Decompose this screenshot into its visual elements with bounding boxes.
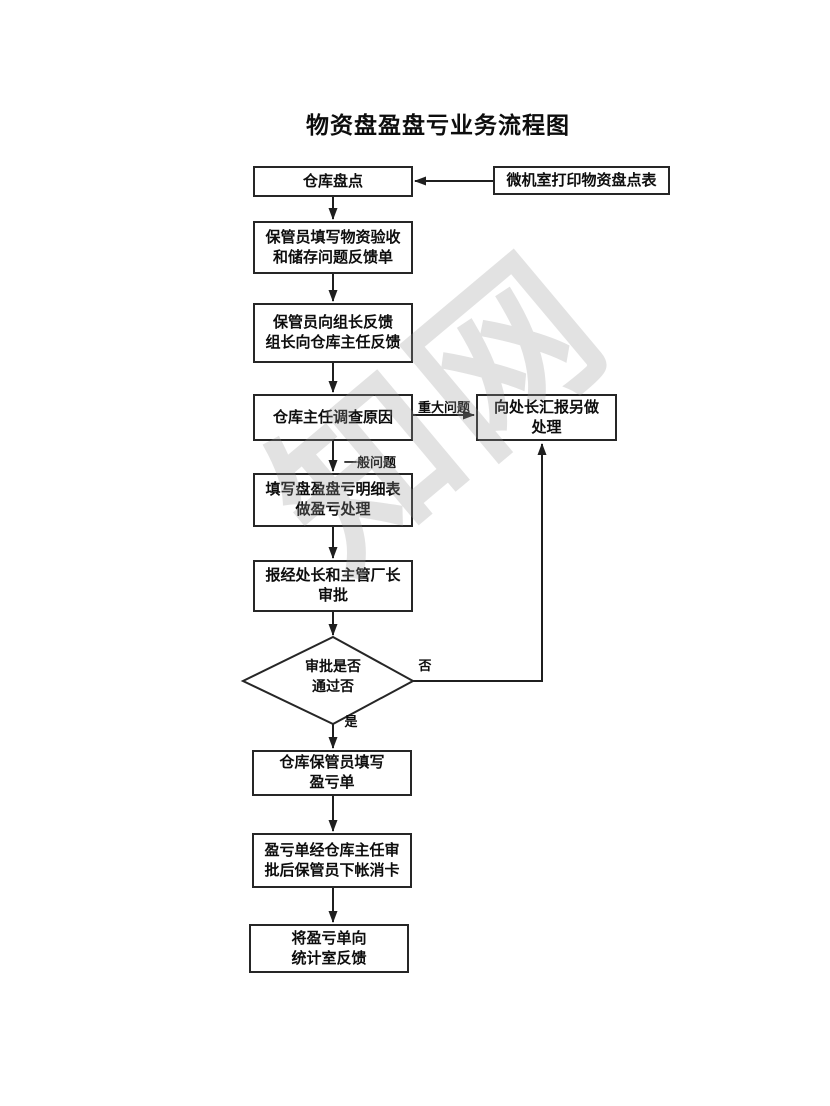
decision-diamond-shape [240,635,416,726]
node-label: 向处长汇报另做 处理 [493,398,599,436]
node-label: 微机室打印物资盘点表 [506,171,657,189]
edge-label-general-issue: 一般问题 [343,455,396,470]
edge-label-yes: 是 [344,714,358,729]
node-label: 仓库主任调查原因 [272,408,393,426]
edge-decision-no [413,443,547,682]
node-fill-pl: 仓库保管员填写 盈亏单 [252,750,412,796]
node-approval: 报经处长和主管厂长 审批 [253,560,413,612]
node-label: 仓库保管员填写 盈亏单 [279,754,385,791]
node-pl-approve: 盈亏单经仓库主任审 批后保管员下帐消卡 [252,833,412,888]
edge-label-major-issue: 重大问题 [417,400,470,415]
node-label: 盈亏单经仓库主任审 批后保管员下帐消卡 [264,841,400,879]
node-label: 将盈亏单向 统计室反馈 [291,929,367,967]
node-label: 保管员填写物资验收 和储存问题反馈单 [265,228,401,266]
edge-label-no: 否 [418,658,432,673]
node-report-chief: 向处长汇报另做 处理 [476,394,617,441]
node-label: 填写盘盈盘亏明细表 做盈亏处理 [265,481,401,518]
node-stats-feedback: 将盈亏单向 统计室反馈 [249,924,409,973]
page-title: 物资盘盈盘亏业务流程图 [306,112,570,138]
node-label: 仓库盘点 [302,172,363,190]
node-label: 报经处长和主管厂长 审批 [265,567,401,604]
node-fill-detail: 填写盘盈盘亏明细表 做盈亏处理 [253,473,413,527]
node-fill-feedback: 保管员填写物资验收 和储存问题反馈单 [253,221,413,274]
node-print-sheet: 微机室打印物资盘点表 [493,166,670,195]
node-label: 保管员向组长反馈 组长向仓库主任反馈 [265,314,401,351]
node-report-chain: 保管员向组长反馈 组长向仓库主任反馈 [253,303,413,363]
node-decision-label: 审批是否 通过否 [305,658,361,694]
node-investigate: 仓库主任调查原因 [253,394,413,441]
node-warehouse-count: 仓库盘点 [253,166,413,197]
